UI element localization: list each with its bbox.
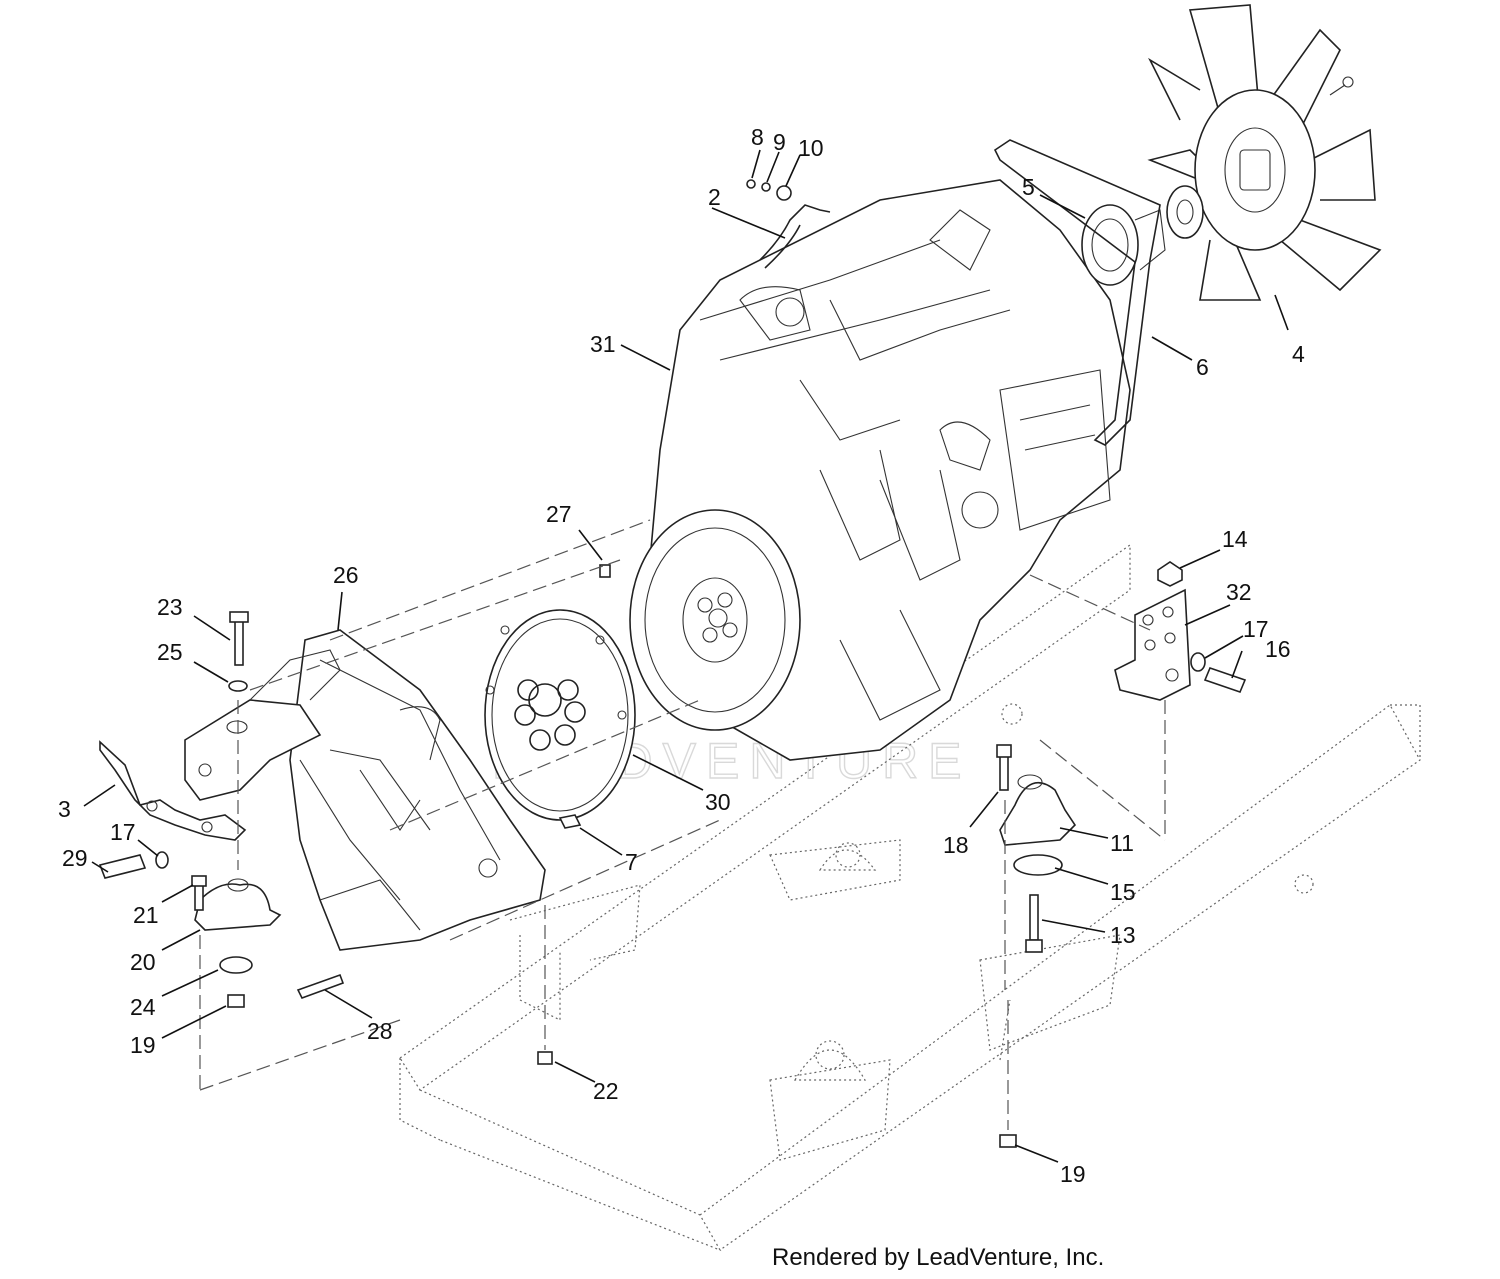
washer-25	[228, 680, 248, 692]
nut-19	[227, 994, 245, 1008]
bolt-21-head	[191, 875, 207, 887]
callout-4: 4	[1292, 341, 1305, 367]
callout-19-bottom: 19	[1060, 1161, 1086, 1187]
callout-24: 24	[130, 994, 156, 1020]
callout-13: 13	[1110, 922, 1136, 948]
bolt-16	[1203, 667, 1247, 693]
side-bracket	[99, 740, 247, 841]
bolt-18	[999, 754, 1009, 791]
bolt-13-head	[1025, 939, 1043, 953]
alignment-lines	[199, 519, 1166, 1130]
callout-3: 3	[58, 796, 71, 822]
nut-19-lower	[999, 1134, 1017, 1148]
drive-belt	[993, 139, 1161, 446]
fan-spacer	[1166, 185, 1204, 239]
callout-15: 15	[1110, 879, 1136, 905]
callout-32: 32	[1226, 579, 1252, 605]
callout-14: 14	[1222, 526, 1248, 552]
callout-23: 23	[157, 594, 183, 620]
bolt-21	[194, 884, 204, 911]
callout-28: 28	[367, 1018, 393, 1044]
bolt-7	[558, 814, 582, 829]
bolt-23-head	[229, 611, 249, 623]
bolt-13	[1029, 894, 1039, 941]
mount-11	[999, 781, 1077, 846]
callout-5: 5	[1022, 174, 1035, 200]
flywheel	[629, 509, 801, 731]
cooling-fan	[1147, 4, 1382, 301]
nut-22	[537, 1051, 553, 1065]
callout-2: 2	[708, 184, 721, 210]
footer-credit: Rendered by LeadVenture, Inc.	[772, 1244, 1104, 1271]
bolt-23	[234, 619, 244, 666]
frame-mount-front	[793, 1040, 867, 1081]
callout-10: 10	[798, 135, 824, 161]
callout-17-right: 17	[1243, 616, 1269, 642]
engine-bracket	[1114, 588, 1191, 701]
washer-17-left	[155, 851, 169, 869]
callout-22: 22	[593, 1078, 619, 1104]
callout-7: 7	[625, 849, 638, 875]
callout-6: 6	[1196, 354, 1209, 380]
callout-19-left: 19	[130, 1032, 156, 1058]
washer-24	[219, 956, 253, 974]
callout-25: 25	[157, 639, 183, 665]
callout-26: 26	[333, 562, 359, 588]
hardware-8-9-10	[746, 179, 792, 201]
wire-harness	[759, 204, 831, 269]
bolt-28	[296, 973, 345, 999]
callout-30: 30	[705, 789, 731, 815]
callout-21: 21	[133, 902, 159, 928]
bell-housing	[289, 629, 546, 951]
mount-20	[194, 883, 282, 931]
left-mount-hardware	[191, 611, 282, 1008]
bolt-29	[98, 854, 147, 879]
callout-9: 9	[773, 129, 786, 155]
washer-17-right	[1190, 652, 1206, 672]
housing-arm	[184, 649, 341, 801]
callout-11: 11	[1110, 830, 1134, 856]
frame-mount-center	[818, 842, 877, 871]
dowel-pin	[599, 564, 611, 578]
callout-8: 8	[751, 124, 764, 150]
bolt-18-head	[996, 744, 1012, 758]
callout-labels: 2 3 4 5 6 7 8 9 10 11 13 14 15 16 17 17 …	[58, 124, 1305, 1187]
callout-18: 18	[943, 832, 969, 858]
coupling-plate	[484, 609, 636, 821]
frame-rails	[399, 543, 1421, 1252]
callout-29: 29	[62, 845, 88, 871]
callout-16: 16	[1265, 636, 1291, 662]
callout-20: 20	[130, 949, 156, 975]
washer-15	[1013, 854, 1063, 876]
leader-lines	[83, 149, 1289, 1163]
right-mount-hardware	[996, 744, 1077, 953]
nut-14	[1157, 561, 1183, 587]
callout-31: 31	[590, 331, 616, 357]
callout-27: 27	[546, 501, 572, 527]
pulley	[1081, 204, 1166, 286]
callout-17-left: 17	[110, 819, 136, 845]
